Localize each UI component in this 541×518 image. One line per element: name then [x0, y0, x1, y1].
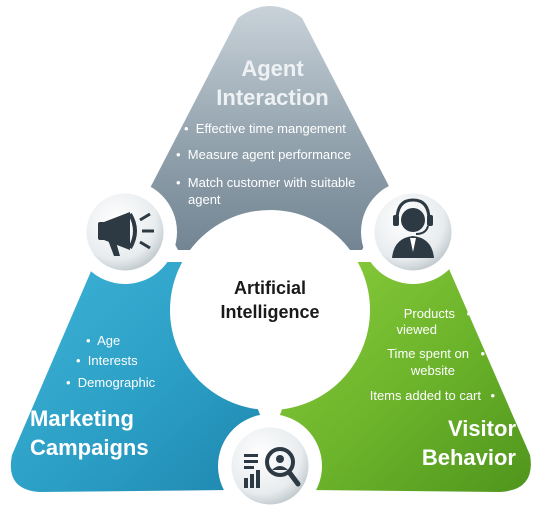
list-item: • Measure agent performance	[176, 147, 352, 162]
analytics-bubble	[228, 424, 312, 508]
visitor-behavior-title: Visitor Behavior	[390, 414, 516, 472]
list-item: Items added to cart	[369, 388, 481, 403]
visitor-behavior-title-line2: Behavior	[421, 445, 516, 470]
support-agent-bubble	[371, 190, 455, 274]
agent-interaction-segment	[148, 6, 392, 250]
list-item: • Demographic	[66, 375, 156, 390]
center-title: Artificial Intelligence	[175, 276, 365, 324]
list-item: viewed	[396, 322, 437, 337]
list-item: • Interests	[76, 353, 138, 368]
bullet-dot: •	[480, 346, 485, 361]
analytics-search-icon	[244, 447, 301, 488]
headset-agent-icon	[392, 198, 434, 258]
list-item: • Age	[86, 333, 121, 348]
list-item: website	[410, 363, 455, 378]
megaphone-icon	[98, 212, 154, 256]
marketing-campaigns-title: Marketing Campaigns	[30, 404, 180, 462]
list-item: • Effective time mangement	[184, 121, 346, 136]
bullet-dot: •	[490, 388, 495, 403]
agent-interaction-title: Agent Interaction	[190, 54, 355, 112]
visitor-behavior-title-line1: Visitor	[447, 416, 516, 441]
list-item: Products	[403, 306, 455, 321]
marketing-campaigns-title-line1: Marketing	[30, 406, 134, 431]
bullet-dot: •	[466, 306, 471, 321]
megaphone-bubble	[83, 190, 167, 274]
center-title-line2: Intelligence	[220, 302, 320, 322]
list-item: Time spent on	[387, 346, 469, 361]
list-item: agent	[188, 192, 221, 207]
center-title-line1: Artificial	[233, 278, 307, 298]
center-circle	[180, 220, 360, 400]
marketing-campaigns-title-line2: Campaigns	[30, 435, 149, 460]
agent-interaction-title-line2: Interaction	[216, 85, 329, 110]
agent-interaction-title-line1: Agent	[241, 56, 304, 81]
list-item: • Match customer with suitable	[176, 175, 356, 190]
